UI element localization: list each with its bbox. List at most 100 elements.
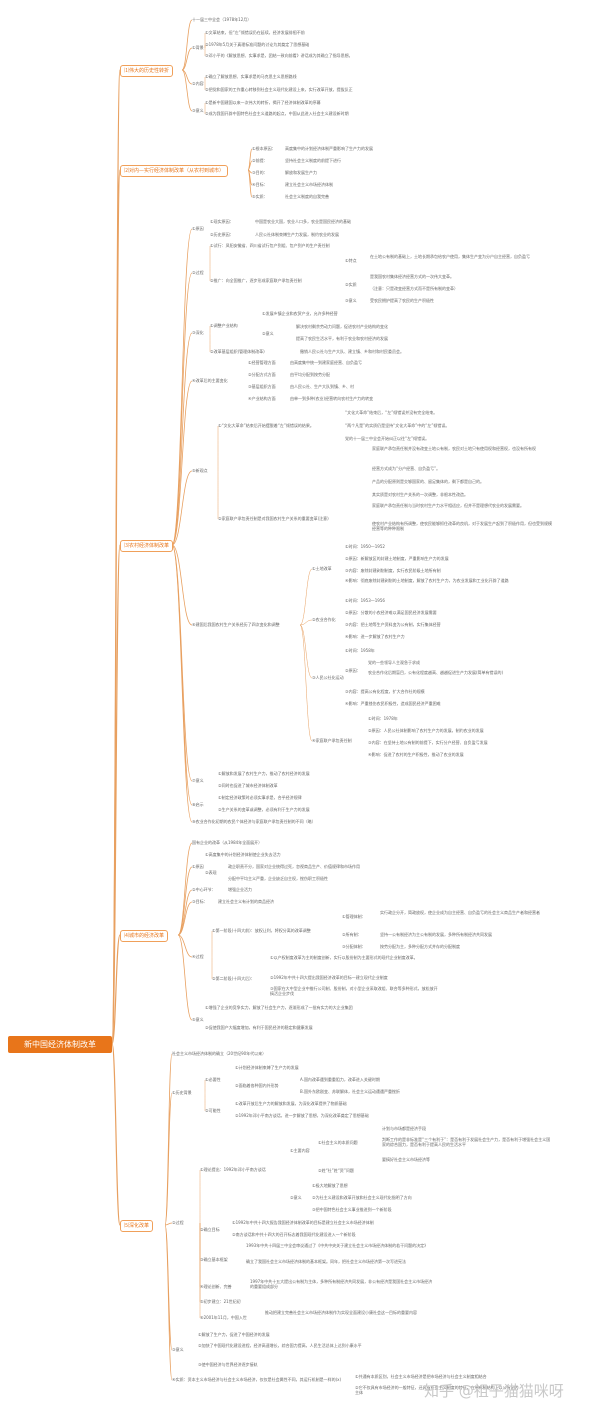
connector (171, 544, 193, 823)
s1-bg3: ③邓小平的《解放思想、实事求是，团结一致向前看》讲话成为其确立了指导思想。 (205, 53, 353, 58)
s3-d1b1: 解决农村剩余劳动力问题，促进农村产业结构的变化 (296, 324, 388, 329)
s3-lesson: ⑧启示 (192, 802, 204, 807)
s1-m2: ②成为我国开辟中国特色社会主义道路的起点，中国从此进入社会主义建设新时期 (205, 111, 349, 116)
s4-p1c: ③分配体制： (342, 944, 366, 949)
s5-extra1: ①共通有本质区别，社会主义市场经济是把市场经济与社会主义制度相结合 (355, 1374, 487, 1379)
s3-p2b1: 是我国农村集体经济经营方式的一次伟大变革。 (370, 274, 454, 279)
s3-d1b: ②意义 (262, 331, 274, 336)
connector (299, 568, 313, 626)
s3-think: ⑤新观点 (192, 468, 208, 473)
s4-p1av: 实行政企分开，简政放权，使企业成为自主经营、自负盈亏的社会主义商品生产者和经营者 (380, 910, 540, 915)
s3-a1m: ④影响：彻底废除封建剥削的土地制度，解放了农村生产力，为农业发展和工业化开辟了道… (345, 578, 509, 583)
s2-r5v: 社会主义制度的自我完善 (285, 194, 329, 199)
s3-a2t: ①时间：1953—1956 (345, 598, 385, 603)
branch-rural-reform[interactable]: ⑶农村经济体制改革 (120, 540, 174, 552)
root-node[interactable]: 新中国经济体制改革 (8, 1036, 112, 1053)
s5-title: 社会主义市场经济体制的确立（20世纪90年代以来） (172, 1051, 267, 1056)
s5-p1b2: ②为社主义建设和改革开放和社会主义现代化指明了方向 (312, 1195, 412, 1200)
s5-p3a: 1993年中共十四届三中全会审议通过了《中共中央关于建立社会主义市场经济体制的若… (246, 1243, 429, 1248)
s1-bg2: ②1978年5月关于真理标准问题的讨论为其奠定了思想基础 (205, 42, 310, 47)
s5-p1a1a: 计划与市场都是经济手段 (382, 1126, 426, 1131)
s3-a1r: ②原因：新解放区的封建土地制度，严重影响生产力的发展 (345, 556, 449, 561)
s4-r2a: 政企职责不分，国家对企业统得过死，忽视商品生产、价值规律和市场作用 (228, 864, 360, 869)
s5-meaning: ③意义 (172, 1347, 184, 1352)
s2-r2: ②前提： (252, 158, 268, 163)
s3-a1: ①土地改革 (312, 566, 332, 571)
s3-ch1v: 由高度集中统一到建家庭经营、自负盈亏 (290, 360, 362, 365)
s3-deep: ③深化 (192, 330, 204, 335)
s4-m2: ②促使我国产大幅度增加，有利于国民经济的稳定和健康发展 (205, 1025, 313, 1030)
s2-r5: ⑤实质： (252, 194, 268, 199)
connector (111, 169, 121, 1045)
connector (177, 889, 193, 936)
connector (181, 69, 193, 85)
s3-a3m: ④影响：严重挫伤农民积极性，造成国民经济严重困难 (345, 701, 441, 706)
s4-p1a: ①管理体制： (342, 914, 366, 919)
s3-t2: ②家庭联产承包责任制是对我国农村生产关系的重要变革(注意) (218, 516, 329, 521)
s5-p1: ①理论提出：1992年邓小平南方谈话 (200, 1167, 266, 1172)
s4-p1cv: 按劳分配为主，多种分配方式并存的分配制度 (380, 944, 460, 949)
s3-lesson1: ①制定经济政策时必须实事求是，合乎经济规律 (218, 795, 302, 800)
connector (171, 470, 193, 546)
connector (299, 619, 313, 626)
connector (171, 380, 193, 546)
s3-d1b2: 提高了农民生活水平，有利于农业和农村经济的发展 (296, 336, 388, 341)
s3-t2d: 其实质是对农村生产关系的一次调整，非根本性改造。 (372, 492, 468, 497)
s4-r2: ②表现 (205, 870, 217, 875)
s3-a3r: ②原因： (345, 668, 361, 673)
s3-reason: ①原因 (192, 226, 204, 231)
s5-bg1: ①必要性 (205, 1077, 221, 1082)
s3-mean: ⑦意义 (192, 778, 204, 783)
s5-bg1a: ①计划经济体制束缚了生产力的发展 (235, 1065, 299, 1070)
connector (111, 544, 121, 1045)
s3-last: ⑨农业合作化初期的农民个体经济与家庭联产承包责任制的不同（略） (192, 819, 316, 824)
watermark: 知乎 @祖子猫猫咪呀 (424, 1382, 564, 1400)
s3-ch3: ③基层组织方面 (248, 384, 276, 389)
s3-d2: ②改革基层组织(管理体制改革) (210, 349, 265, 354)
s3-a2r: ②原因：分散的小农经济难以满足国民经济发展需要 (345, 610, 437, 615)
s3-d1a: ①发展乡镇企业和农贸产业，允许多种经营 (262, 311, 338, 316)
connector (164, 1053, 173, 1226)
s3-a4: ④家庭联产承包责任制 (312, 738, 352, 743)
s2-r3v: 解放和发展生产力 (285, 170, 317, 175)
branch-historic-turn[interactable]: ⑴伟大的历史性转折 (120, 65, 174, 77)
s3-change: ④改革后的主要变化 (192, 378, 228, 383)
s3-t1a: “文化大革命”结束后，“左”倾错误并没有完全结束。 (345, 410, 438, 415)
s4-p1: ①第一阶段(十四大前)：放权让利，将权分离的改革调整 (212, 928, 311, 933)
s2-r4v: 建立社会主义市场经济体制 (285, 182, 333, 187)
s4-p2a: ①以产权制度改革为主的制度创新，实行以股份制为主要形式的现代企业制度改革。 (270, 955, 418, 960)
s3-p2b2: （注意：只是改变经营方式而不是所有制的变革） (370, 286, 458, 291)
s3-t2f: 使农村产业结构有所调整，使农民能够抓住改革的良机，对于发展生产起到了积极作用，但… (372, 521, 552, 531)
s5-p4: ④理论创新、完善 (200, 1284, 232, 1289)
branch-deepen-reform[interactable]: ⑸深化改革 (120, 1220, 154, 1232)
s3-ch1: ①经营管理方面 (248, 360, 276, 365)
s1-meaning: ③意义 (192, 108, 204, 113)
s3-t1: ①“文化大革命”结束后开始摆脱着“左”倾错误的结果。 (218, 423, 314, 428)
s3-reason1: ①现实原因： (210, 219, 234, 224)
s3-a2m: ④影响：进一步解放了农村生产力 (345, 634, 405, 639)
s3-a3r1: 党的一些领导人主观急于求成 (368, 660, 420, 665)
s3-process: ②过程 (192, 270, 204, 275)
s4-reason: ①原因 (192, 864, 204, 869)
s3-a4t: ①时间：1978年 (368, 716, 398, 721)
s2-r4: ④目标： (252, 182, 268, 187)
s1-c1: ①确立了解放思想、实事求是的马克思主义思想路线 (205, 74, 297, 79)
s2-r1v: 高度集中的计划经济体制严重影响了生产力的发展 (285, 146, 373, 151)
connector (247, 169, 253, 198)
s3-reason1v: 中国是农业大国，农业人口多，农业是国民经济的基础 (255, 219, 351, 224)
s5-bg1b1: A.国内改革遇到重重阻力，改革进入关键时期 (300, 1077, 380, 1082)
s4-m1: ①增强了企业的竞争实力，解放了社会生产力，逐渐形成了一批有实力的大企业集团 (205, 1005, 353, 1010)
s3-a3r2: 农业合作化后期盲目，公有化程度越高、越越促进生产力发展(简单有错误的) (368, 670, 504, 675)
s1-m1: ①是新中国建国以来一次伟大的转折，揭开了经济体制改革的序幕 (205, 100, 321, 105)
connector (177, 934, 193, 958)
s3-p2c1: 受农民拥护提高了农民的生产积极性 (370, 298, 434, 303)
branch-urban-reform[interactable]: ⑷城市的经济改革 (120, 930, 169, 942)
branch-reform-rationale[interactable]: ⑵对内—实行经济体制改革（从农村到城市） (120, 165, 229, 177)
connector (171, 272, 193, 546)
s5-extra: ④实质：资本主义市场经济与社会主义市场经济，仅仅是社会属性不同，其运行机制是一样… (172, 1377, 342, 1382)
connector (299, 624, 313, 742)
s2-r1: ①根本原因： (252, 146, 276, 151)
s5-p5: ⑤初步建立：21世纪初 (200, 1299, 241, 1304)
s5-p4v: 1997年中共十五大提出公有制为主体，多种所有制经济共同发展，非公有经济是我国社… (250, 1279, 433, 1289)
